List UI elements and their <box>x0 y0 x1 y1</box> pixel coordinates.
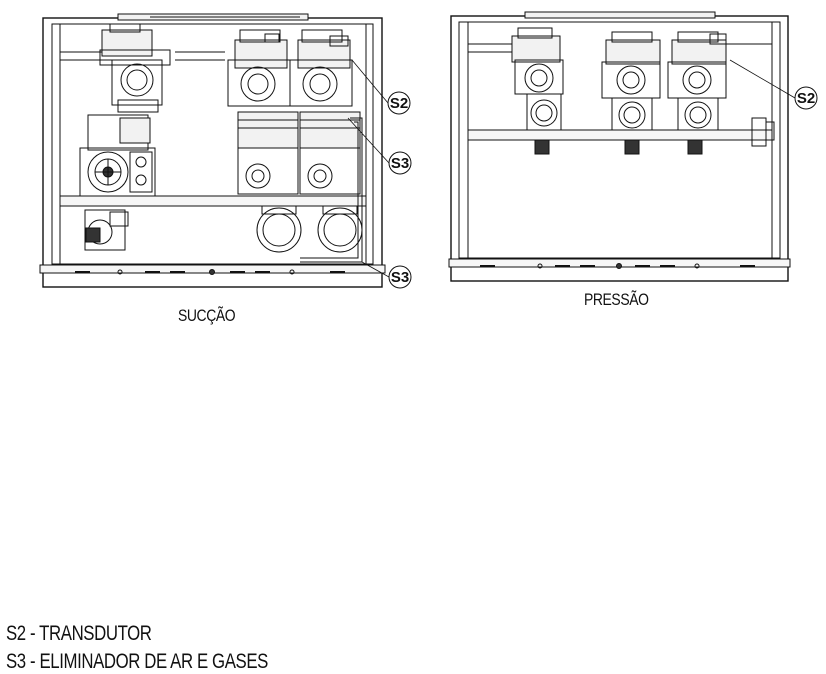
suction-valve-left <box>99 23 171 113</box>
suction-pump-left <box>79 114 156 197</box>
suction-air-eliminator-tube <box>300 117 363 263</box>
pressure-valve-right <box>667 31 727 155</box>
suction-filters-lower <box>256 205 363 253</box>
pressure-caption: PRESSÃO <box>584 290 649 309</box>
suction-caption: SUCÇÃO <box>178 306 236 325</box>
pressure-panel <box>448 11 791 282</box>
callout-s3-suction-top <box>347 117 412 175</box>
callout-s2-suction <box>351 59 411 115</box>
callout-label-s3-suction-bottom: S3 <box>391 269 409 286</box>
callout-s3-suction-bottom <box>361 261 412 289</box>
suction-crossbar <box>59 195 367 207</box>
legend-item-s2: S2 - TRANSDUTOR <box>6 622 152 645</box>
suction-inner-frame <box>51 23 374 265</box>
pressure-crossbar <box>467 129 773 141</box>
legend-item-s3: S3 - ELIMINADOR DE AR E GASES <box>6 650 268 673</box>
pressure-top-rail <box>524 11 716 19</box>
suction-valve-group-right <box>227 29 353 107</box>
callout-label-s2-suction: S2 <box>390 95 408 112</box>
callout-s2-pressure <box>729 59 818 110</box>
suction-lower-left <box>84 209 129 251</box>
suction-pump-bodies-right <box>237 111 361 195</box>
suction-panel <box>39 13 386 288</box>
pressure-valve-middle <box>601 31 661 155</box>
callout-label-s3-suction-top: S3 <box>391 155 409 172</box>
callout-label-s2-pressure: S2 <box>797 90 815 107</box>
pressure-valve-left <box>511 27 564 155</box>
pressure-inner-frame <box>458 21 781 259</box>
